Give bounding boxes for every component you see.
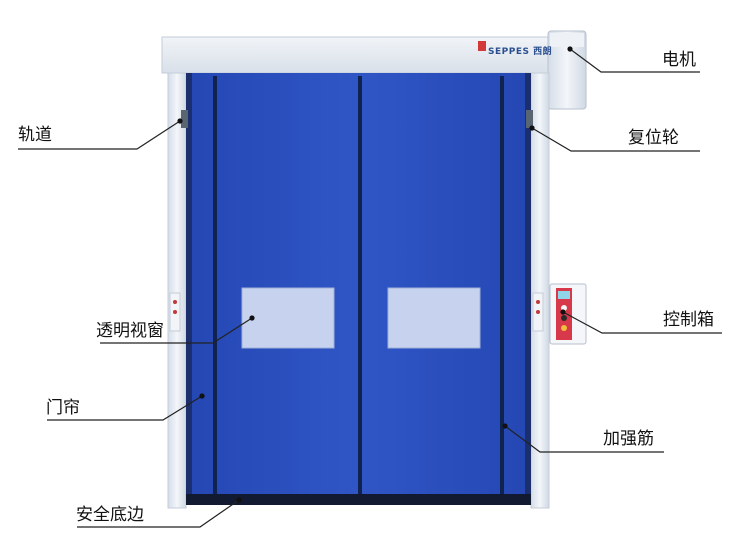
window-left [241,287,335,349]
label-window: 透明视窗 [96,321,164,341]
sensor-right-dot-2 [536,310,540,314]
leader-dot-safety-edge [236,497,242,503]
leader-motor [569,48,700,73]
leader-dot-curtain [199,393,205,399]
track-left [167,72,187,509]
label-stiffener: 加强筋 [603,429,654,449]
label-control-box: 控制箱 [663,310,714,330]
window-right [387,287,481,349]
label-safety-edge: 安全底边 [76,505,144,525]
leader-dot-control-box [560,309,566,315]
stiffener-bar-3 [500,76,504,502]
leader-curtain [47,395,203,421]
reset-wheel-right [526,110,533,128]
leader-dot-reset-wheel [529,125,535,131]
curtain-edge-right [525,73,531,505]
leader-window [100,317,253,344]
stiffener-bar-1 [213,76,217,502]
brand-logo-icon [478,41,486,51]
motor [547,30,587,110]
label-motor: 电机 [662,50,696,70]
motor-cap [550,33,584,47]
sensor-right-dot [536,300,540,304]
leader-control-box [562,311,722,334]
reset-wheel-left [181,110,188,128]
leader-track [18,120,181,150]
stiffener-bar-2 [358,76,362,502]
sensor-left-dot [173,300,177,304]
leader-dot-stiffener [502,423,508,429]
leader-stiffener [504,425,664,453]
control-box-display [558,291,570,299]
label-curtain: 门帘 [46,398,80,418]
leader-dot-track [177,118,183,124]
control-button-2 [561,315,567,321]
label-track: 轨道 [18,125,52,145]
track-right [530,72,550,509]
curtain-edge-left [186,73,192,505]
brand-name: SEPPES 西朗 [488,47,553,57]
control-button-3 [561,325,567,331]
leader-reset-wheel [531,127,700,152]
leader-dot-motor [567,46,573,52]
leader-safety-edge [77,499,240,528]
sensor-left-dot-2 [173,310,177,314]
label-reset-wheel: 复位轮 [628,128,679,148]
leader-dot-window [249,315,255,321]
safety-bottom-edge [186,494,531,505]
